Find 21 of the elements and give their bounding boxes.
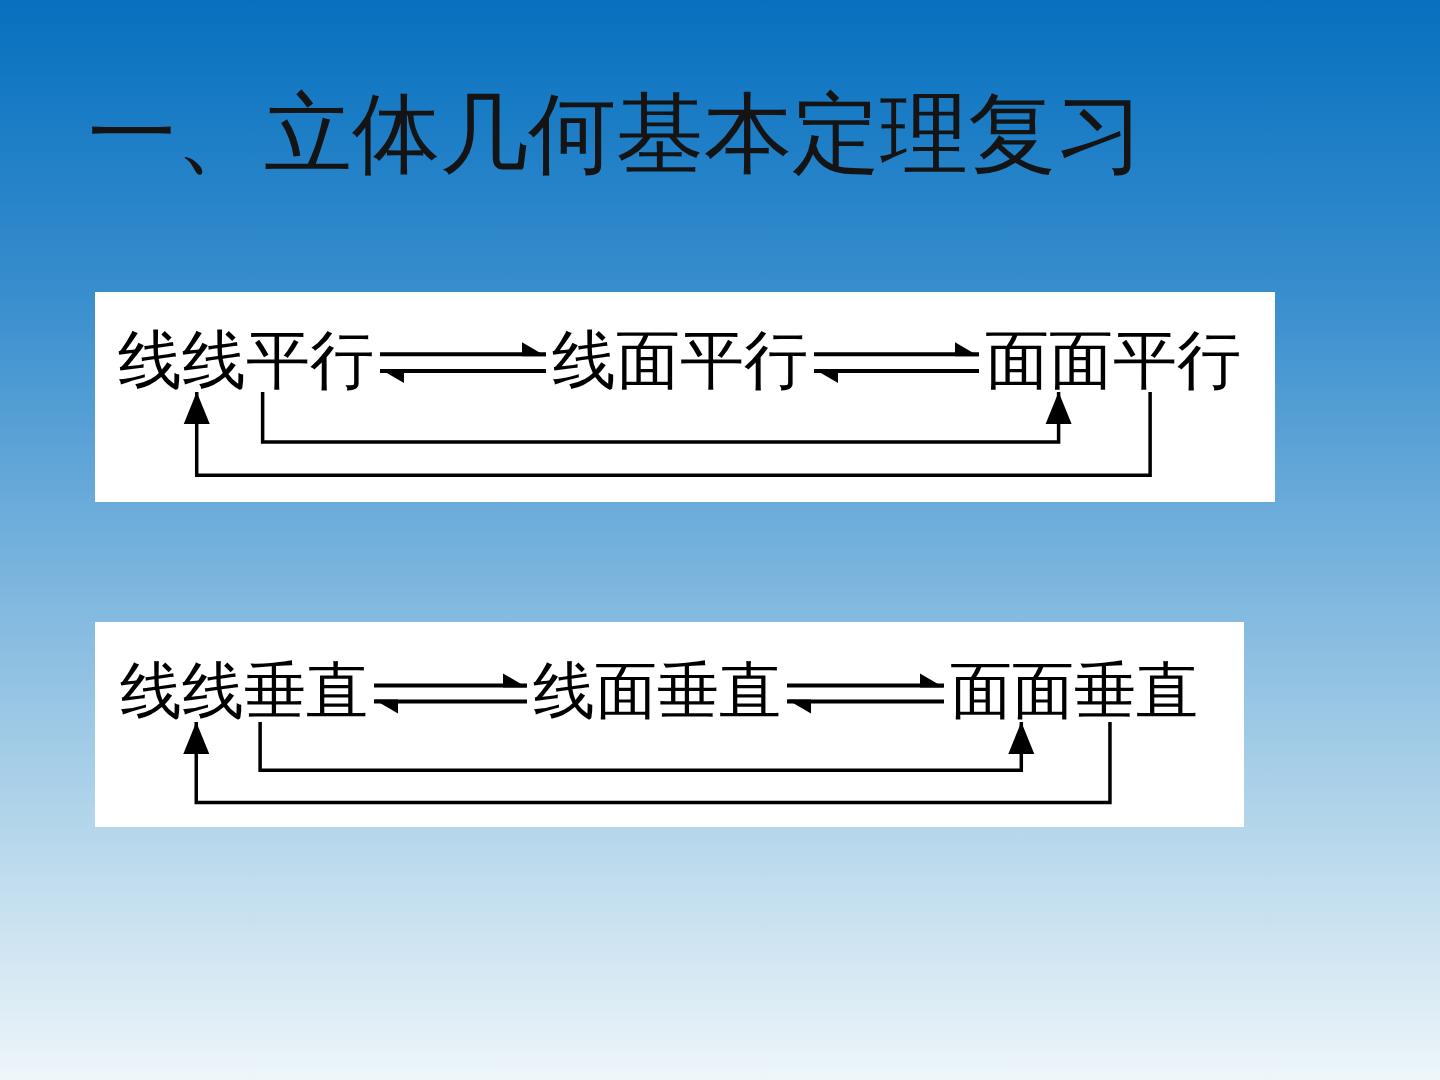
harpoon-arrow	[814, 368, 979, 383]
harpoon-arrow	[380, 368, 546, 383]
concept-label: 线面垂直	[527, 660, 787, 722]
panel	[95, 292, 1275, 502]
harpoon-arrow	[374, 699, 527, 714]
slide-title: 一、立体几何基本定理复习	[88, 90, 1144, 178]
harpoon-arrow	[374, 673, 527, 688]
connector-arrow	[258, 722, 1035, 773]
harpoon-arrow	[380, 342, 546, 357]
panel	[95, 622, 1244, 827]
concept-label: 面面平行	[979, 328, 1247, 392]
harpoon-arrow	[787, 699, 944, 714]
concept-label: 线面平行	[546, 328, 814, 392]
connector-arrow	[260, 392, 1072, 444]
connector-arrow	[183, 392, 1152, 477]
concept-label: 面面垂直	[944, 660, 1204, 722]
harpoon-arrow	[787, 673, 944, 688]
harpoon-arrow	[814, 342, 979, 357]
connector-arrow	[183, 722, 1112, 805]
concept-label: 线线平行	[112, 328, 380, 392]
concept-label: 线线垂直	[114, 660, 374, 722]
